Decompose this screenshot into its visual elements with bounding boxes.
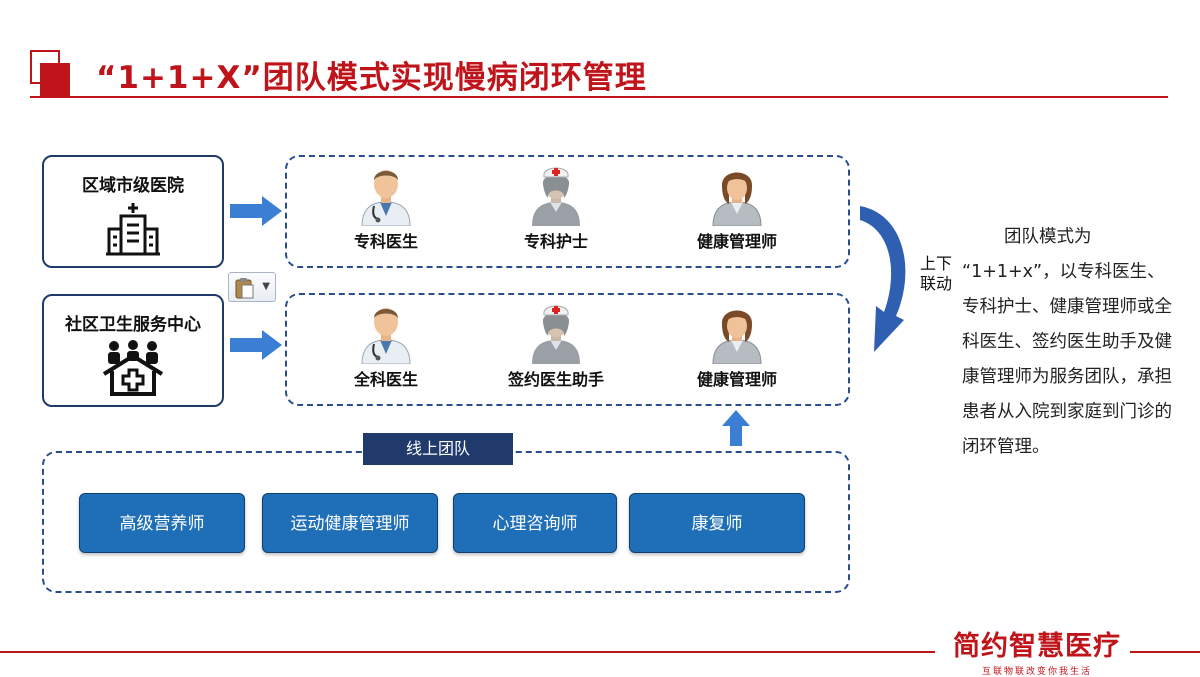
role-nutritionist-button[interactable]: 高级营养师 xyxy=(79,493,245,553)
paste-options-button[interactable]: ▼ xyxy=(228,272,276,302)
member-health-manager: 健康管理师 xyxy=(667,164,807,252)
doctor-icon xyxy=(361,308,411,364)
brand-slogan: 互联物联改变你我生活 xyxy=(981,667,1092,677)
arrow-right-icon xyxy=(230,196,282,226)
nurse-icon xyxy=(532,305,580,364)
role-exercise-health-manager-button[interactable]: 运动健康管理师 xyxy=(262,493,438,553)
nurse-icon xyxy=(532,167,580,226)
description-first-line: 团队模式为 xyxy=(1004,227,1092,247)
arrow-up-icon xyxy=(722,410,750,446)
community-health-icon xyxy=(102,340,164,396)
member-label: 健康管理师 xyxy=(696,370,777,389)
member-specialist-nurse: 专科护士 xyxy=(486,164,626,252)
clipboard-icon xyxy=(235,278,254,299)
role-psychologist-button[interactable]: 心理咨询师 xyxy=(453,493,617,553)
doctor-icon xyxy=(361,170,411,226)
curved-arrow-icon xyxy=(860,206,906,352)
member-health-manager: 健康管理师 xyxy=(667,302,807,390)
member-label: 全科医生 xyxy=(353,370,418,389)
brand-name: 简约智慧医疗 xyxy=(953,631,1121,662)
footer-divider xyxy=(0,651,935,653)
health-manager-icon xyxy=(712,310,762,364)
org-community-label: 社区卫生服务中心 xyxy=(65,315,201,335)
online-team-tab: 线上团队 xyxy=(363,433,513,465)
member-label: 签约医生助手 xyxy=(507,370,604,389)
logo-solid-square xyxy=(40,63,70,96)
org-city-label: 区域市级医院 xyxy=(82,176,184,196)
page-title: “1+1+X”团队模式实现慢病闭环管理 xyxy=(96,60,647,96)
member-general-doctor: 全科医生 xyxy=(316,302,456,390)
role-rehabilitation-therapist-button[interactable]: 康复师 xyxy=(629,493,805,553)
member-specialist-doctor: 专科医生 xyxy=(316,164,456,252)
org-box-city-hospital: 区域市级医院 xyxy=(42,155,224,268)
member-contract-assistant: 签约医生助手 xyxy=(486,302,626,390)
arrow-right-icon xyxy=(230,330,282,360)
title-divider xyxy=(30,96,1168,98)
description-body: “1+1+x”，以专科医生、专科护士、健康管理师或全科医生、签约医生助手及健康管… xyxy=(962,262,1172,457)
team-panel-specialist xyxy=(285,155,850,268)
org-box-community-center: 社区卫生服务中心 xyxy=(42,294,224,407)
member-label: 健康管理师 xyxy=(696,232,777,251)
team-panel-general xyxy=(285,293,850,406)
linkage-label: 上下联动 xyxy=(919,254,952,293)
footer-divider-right xyxy=(1130,651,1200,653)
chevron-down-icon: ▼ xyxy=(262,281,270,292)
member-label: 专科医生 xyxy=(353,232,418,251)
description-text: 团队模式为 “1+1+x”，以专科医生、专科护士、健康管理师或全科医生、签约医生… xyxy=(962,220,1172,465)
health-manager-icon xyxy=(712,172,762,226)
brand-logo: 简约智慧医疗 互联物联改变你我生活 xyxy=(944,632,1130,677)
title-logo-mark xyxy=(30,50,70,96)
member-label: 专科护士 xyxy=(523,232,588,251)
hospital-icon xyxy=(106,203,160,256)
